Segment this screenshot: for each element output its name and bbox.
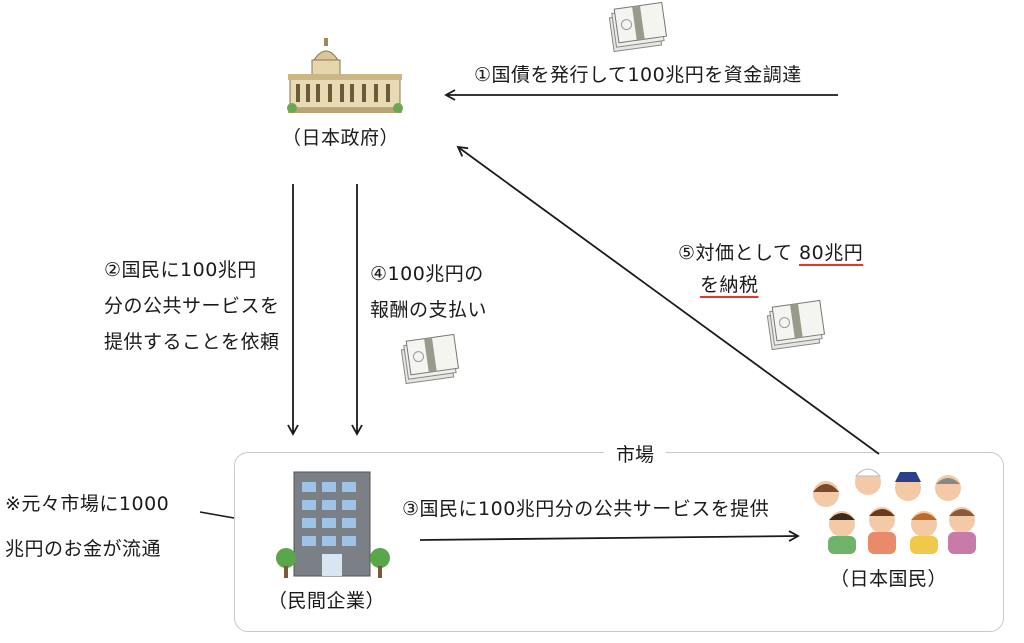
company-label: （民間企業） <box>268 590 386 612</box>
market-label: 市場 <box>604 440 667 467</box>
step2-line1: ②国民に100兆円 <box>104 259 257 281</box>
money-icon-1 <box>608 1 668 53</box>
step5-line2: を納税 <box>700 276 759 295</box>
step3-label: ③国民に100兆円分の公共サービスを提供 <box>402 498 770 520</box>
citizens-label: （日本国民） <box>830 568 948 590</box>
citizens-group-icon <box>813 468 976 554</box>
step4-line2: 報酬の支払い <box>370 299 488 321</box>
step5-line1: ⑤対価として 80兆円 <box>678 244 863 263</box>
step5-amount: 80兆円 <box>799 242 864 264</box>
money-icon-3 <box>766 299 826 351</box>
step2-line3: 提供することを依頼 <box>104 331 280 353</box>
step2-line2: 分の公共サービスを <box>104 295 280 317</box>
arrow-services <box>419 530 800 542</box>
government-building-icon <box>287 38 403 113</box>
money-icon-2 <box>400 333 460 385</box>
step4-label: ④100兆円の 報酬の支払い <box>370 256 487 328</box>
step2-label: ②国民に100兆円 分の公共サービスを 提供することを依頼 <box>104 252 280 360</box>
note-line1: ※元々市場に1000 <box>5 493 170 515</box>
step5-pay-tax: を納税 <box>700 274 759 296</box>
note-connector <box>199 511 235 519</box>
arrow-tax <box>456 145 880 455</box>
government-label: （日本政府） <box>282 127 400 149</box>
step4-line1: ④100兆円の <box>370 263 484 285</box>
step1-label: ①国債を発行して100兆円を資金調達 <box>474 64 802 86</box>
office-building-icon <box>276 471 390 578</box>
note-line2: 兆円のお金が流通 <box>5 538 162 560</box>
step5-prefix: ⑤対価として <box>678 242 793 264</box>
